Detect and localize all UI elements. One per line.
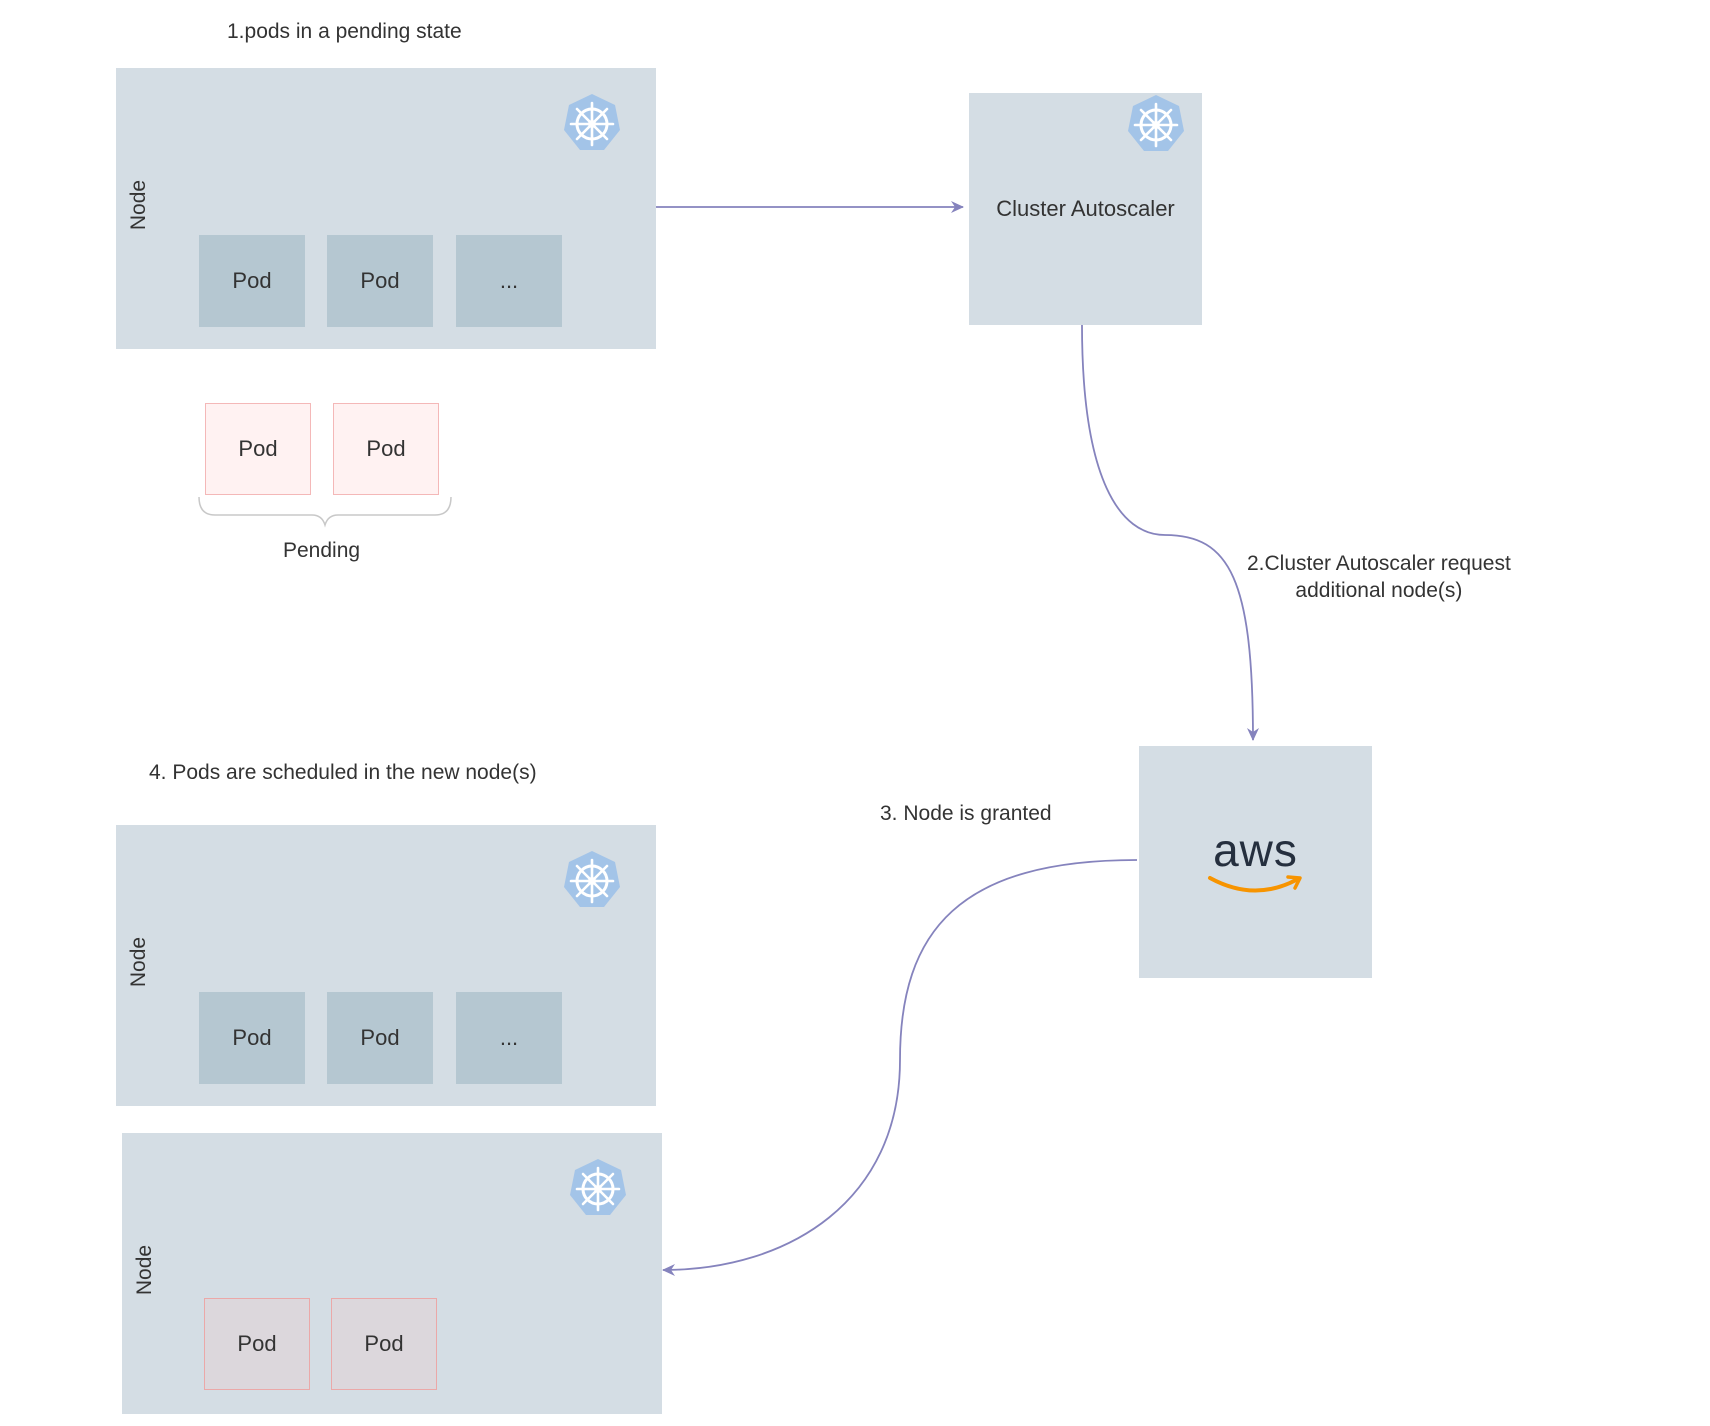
arrow-autoscaler-to-aws [1081,324,1259,741]
aws-smile-icon [1207,875,1302,893]
arrow-aws-to-new-node [662,859,1138,1276]
node-label: Node [127,179,150,231]
step4-label: 4. Pods are scheduled in the new node(s) [149,761,537,784]
step2-label-line2: additional node(s) [1295,579,1463,602]
kubernetes-icon [564,94,620,150]
pending-pod: Pod [333,403,439,495]
scheduled-pod: Pod [204,1298,310,1390]
pending-pod: Pod [205,403,311,495]
scheduled-pod: Pod [331,1298,437,1390]
pod: Pod [199,992,305,1084]
node-top: Node Pod Pod ... [116,68,656,349]
step3-label: 3. Node is granted [880,802,1052,825]
pending-brace [198,496,452,528]
kubernetes-icon [570,1159,626,1215]
pod: Pod [327,992,433,1084]
node-label: Node [127,936,150,988]
step2-label: 2.Cluster Autoscaler request additional … [1247,550,1511,604]
kubernetes-icon [564,851,620,907]
pod-more: ... [456,992,562,1084]
pod: Pod [199,235,305,327]
aws-logo-text: aws [1213,824,1298,876]
pod-more: ... [456,235,562,327]
cluster-autoscaler-label: Cluster Autoscaler [996,196,1175,221]
pending-label: Pending [283,539,361,562]
pod: Pod [327,235,433,327]
step1-label: 1.pods in a pending state [227,20,462,43]
node-mid: Node Pod Pod ... [116,825,656,1106]
kubernetes-icon [1128,95,1184,151]
node-label: Node [133,1244,156,1296]
node-new: Node Pod Pod [122,1133,662,1414]
aws-box: aws [1139,746,1372,978]
step2-label-line1: 2.Cluster Autoscaler request [1247,552,1511,575]
cluster-autoscaler-box: Cluster Autoscaler [969,93,1202,325]
